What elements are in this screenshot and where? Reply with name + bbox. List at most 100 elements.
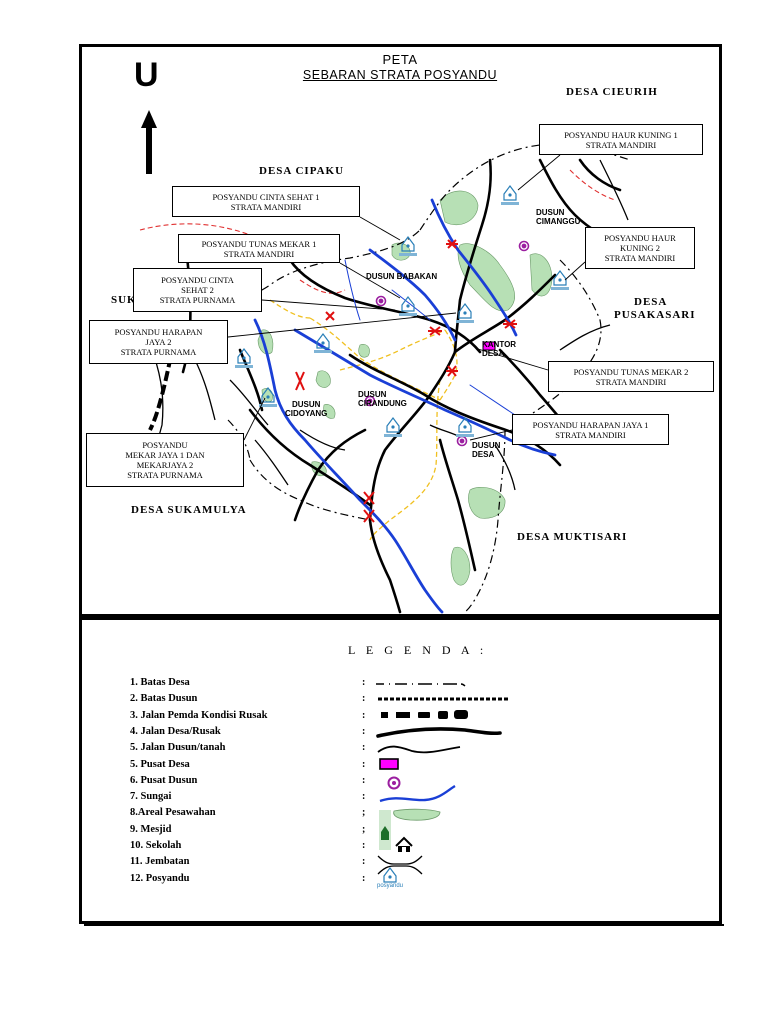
village-label-muktisari: DESA MUKTISARI bbox=[517, 531, 628, 543]
legend-item-colon: : bbox=[362, 840, 366, 851]
callout-haur-kuning-2: POSYANDU HAUR KUNING 2 STRATA MANDIRI bbox=[585, 227, 695, 269]
callout-line: POSYANDU TUNAS MEKAR 1 bbox=[201, 238, 317, 249]
hamlet-label-desa-line1: DUSUN bbox=[472, 441, 501, 450]
legend-item-colon: : bbox=[362, 725, 366, 737]
hamlet-label-cimanggu: DUSUN CIMANGGU bbox=[536, 208, 580, 226]
frame-shadow bbox=[84, 924, 724, 926]
hamlet-label-cidoyang: DUSUN CIDOYANG bbox=[285, 400, 327, 418]
legend-item-label: 7. Sungai bbox=[130, 791, 172, 803]
legend-item-label: 5. Jalan Dusun/tanah bbox=[130, 742, 226, 754]
callout-leader-lines bbox=[227, 154, 586, 441]
callout-line: MEKAR JAYA 1 DAN bbox=[125, 450, 205, 460]
village-label-pusakasari-1: DESA bbox=[634, 296, 668, 308]
office-label-line1: KANTOR bbox=[482, 340, 517, 349]
callout-line: POSYANDU TUNAS MEKAR 2 bbox=[573, 366, 689, 377]
village-label-cipaku: DESA CIPAKU bbox=[259, 165, 345, 177]
callout-line: POSYANDU bbox=[142, 440, 188, 450]
legend-river-symbol bbox=[379, 784, 456, 803]
bridge-markers bbox=[295, 239, 517, 523]
callout-line: POSYANDU CINTA SEHAT 1 bbox=[212, 191, 320, 202]
legend-item-colon: : bbox=[362, 872, 366, 884]
callout-line: STRATA MANDIRI bbox=[223, 248, 295, 259]
legend-item-colon: ; bbox=[362, 807, 366, 819]
map-subtitle: SEBARAN STRATA POSYANDU bbox=[302, 68, 498, 82]
callout-cinta-sehat-2: POSYANDU CINTA SEHAT 2 STRATA PURNAMA bbox=[133, 268, 262, 312]
hamlet-label-cimanggu-line2: CIMANGGU bbox=[536, 217, 581, 226]
legend-item-colon: : bbox=[362, 693, 366, 705]
legend-item-label: 12. Posyandu bbox=[130, 872, 190, 884]
tributary-lines bbox=[344, 259, 516, 416]
callout-line: STRATA MANDIRI bbox=[595, 376, 667, 387]
callout-tunas-mekar-1: POSYANDU TUNAS MEKAR 1 STRATA MANDIRI bbox=[178, 234, 340, 263]
callout-harapan-jaya-2: POSYANDU HARAPAN JAYA 2 STRATA PURNAMA bbox=[89, 320, 228, 364]
callout-line: STRATA PURNAMA bbox=[127, 470, 203, 480]
legend-item-label: 11. Jembatan bbox=[130, 856, 190, 868]
map-legend-divider bbox=[80, 614, 721, 620]
callout-line: POSYANDU HAUR KUNING 1 bbox=[564, 129, 678, 140]
office-label-line2: DESA bbox=[482, 349, 505, 358]
hamlet-label-cidoyang-line1: DUSUN bbox=[291, 400, 321, 409]
dusun-boundary-lines bbox=[269, 299, 458, 541]
hamlet-label-cimanggu-line1: DUSUN bbox=[536, 208, 565, 217]
callout-line: KUNING 2 bbox=[620, 243, 660, 253]
map-frame bbox=[79, 44, 722, 924]
posyandu-markers bbox=[235, 185, 569, 437]
hamlet-label-cidoyang-line2: CIDOYANG bbox=[285, 409, 328, 418]
legend-symbols bbox=[376, 683, 508, 883]
village-label-sukamulya: DESA SUKAMULYA bbox=[131, 504, 247, 516]
callout-cinta-sehat-1: POSYANDU CINTA SEHAT 1 STRATA MANDIRI bbox=[172, 186, 360, 217]
legend-item-colon: : bbox=[362, 742, 366, 754]
legend-posyandu-caption: posyandu bbox=[377, 883, 404, 889]
callout-line: STRATA PURNAMA bbox=[159, 295, 236, 305]
desa-boundary-red-lines bbox=[139, 169, 616, 294]
legend-item-label: 6. Pusat Dusun bbox=[130, 774, 198, 786]
legend-hamlet-road-symbol bbox=[377, 745, 461, 754]
callout-line: POSYANDU HAUR bbox=[604, 233, 676, 243]
callout-line: POSYANDU HARAPAN JAYA 1 bbox=[532, 419, 649, 430]
village-label-suk-partial: SUK bbox=[111, 294, 137, 306]
legend-village-center-symbol bbox=[379, 758, 399, 770]
callout-line: SEHAT 2 bbox=[181, 285, 214, 295]
legend-item-label: 1. Batas Desa bbox=[130, 677, 190, 688]
legend-item-colon: ; bbox=[362, 823, 366, 835]
school-icon bbox=[395, 836, 413, 852]
office-label: KANTOR DESA bbox=[482, 340, 516, 358]
village-label-cieurih: DESA CIEURIH bbox=[566, 86, 658, 98]
hamlet-label-cirandung: DUSUN CIRANDUNG bbox=[358, 390, 407, 408]
legend-item-colon: : bbox=[362, 856, 366, 868]
callout-line: POSYANDU CINTA bbox=[161, 275, 234, 285]
legend-item-label: 10. Sekolah bbox=[130, 840, 182, 851]
legend-posyandu-icon bbox=[383, 867, 397, 883]
legend-paddy-symbol bbox=[393, 808, 441, 821]
callout-line: STRATA MANDIRI bbox=[585, 139, 657, 150]
hamlet-label-babakan: DUSUN BABAKAN bbox=[366, 272, 438, 281]
callout-line: MEKARJAYA 2 bbox=[136, 460, 194, 470]
legend-item-colon: : bbox=[362, 791, 366, 803]
callout-line: POSYANDU HARAPAN bbox=[114, 327, 203, 337]
callout-line: STRATA MANDIRI bbox=[555, 429, 626, 440]
callout-line: STRATA MANDIRI bbox=[604, 253, 676, 263]
callout-line: STRATA PURNAMA bbox=[120, 347, 197, 357]
legend-item-colon: : bbox=[362, 774, 366, 786]
mosque-icon bbox=[379, 810, 391, 850]
hamlet-label-desa-line2: DESA bbox=[472, 450, 495, 459]
legend-village-road-symbol bbox=[376, 727, 502, 738]
legend-item-colon: : bbox=[362, 709, 366, 721]
callout-harapan-jaya-1: POSYANDU HARAPAN JAYA 1 STRATA MANDIRI bbox=[512, 414, 669, 445]
legend-pemda-road-symbol bbox=[381, 710, 468, 719]
callout-line: JAYA 2 bbox=[145, 337, 172, 347]
legend-desa-boundary-symbol bbox=[376, 683, 466, 687]
bridge-icon bbox=[377, 855, 423, 875]
legend-item-label: 3. Jalan Pemda Kondisi Rusak bbox=[130, 709, 268, 721]
legend-title: L E G E N D A : bbox=[348, 643, 488, 657]
hamlet-label-cirandung-line1: DUSUN bbox=[358, 390, 387, 399]
legend-item-label: 9. Mesjid bbox=[130, 823, 172, 835]
village-center-marker bbox=[482, 341, 496, 351]
north-arrow-icon bbox=[141, 110, 157, 174]
legend-item-label: 2. Batas Dusun bbox=[130, 693, 198, 705]
hamlet-label-cirandung-line2: CIRANDUNG bbox=[358, 399, 407, 408]
map-title: PETA bbox=[382, 52, 418, 67]
legend-item-colon: : bbox=[362, 677, 366, 688]
callout-tunas-mekar-2: POSYANDU TUNAS MEKAR 2 STRATA MANDIRI bbox=[548, 361, 714, 392]
